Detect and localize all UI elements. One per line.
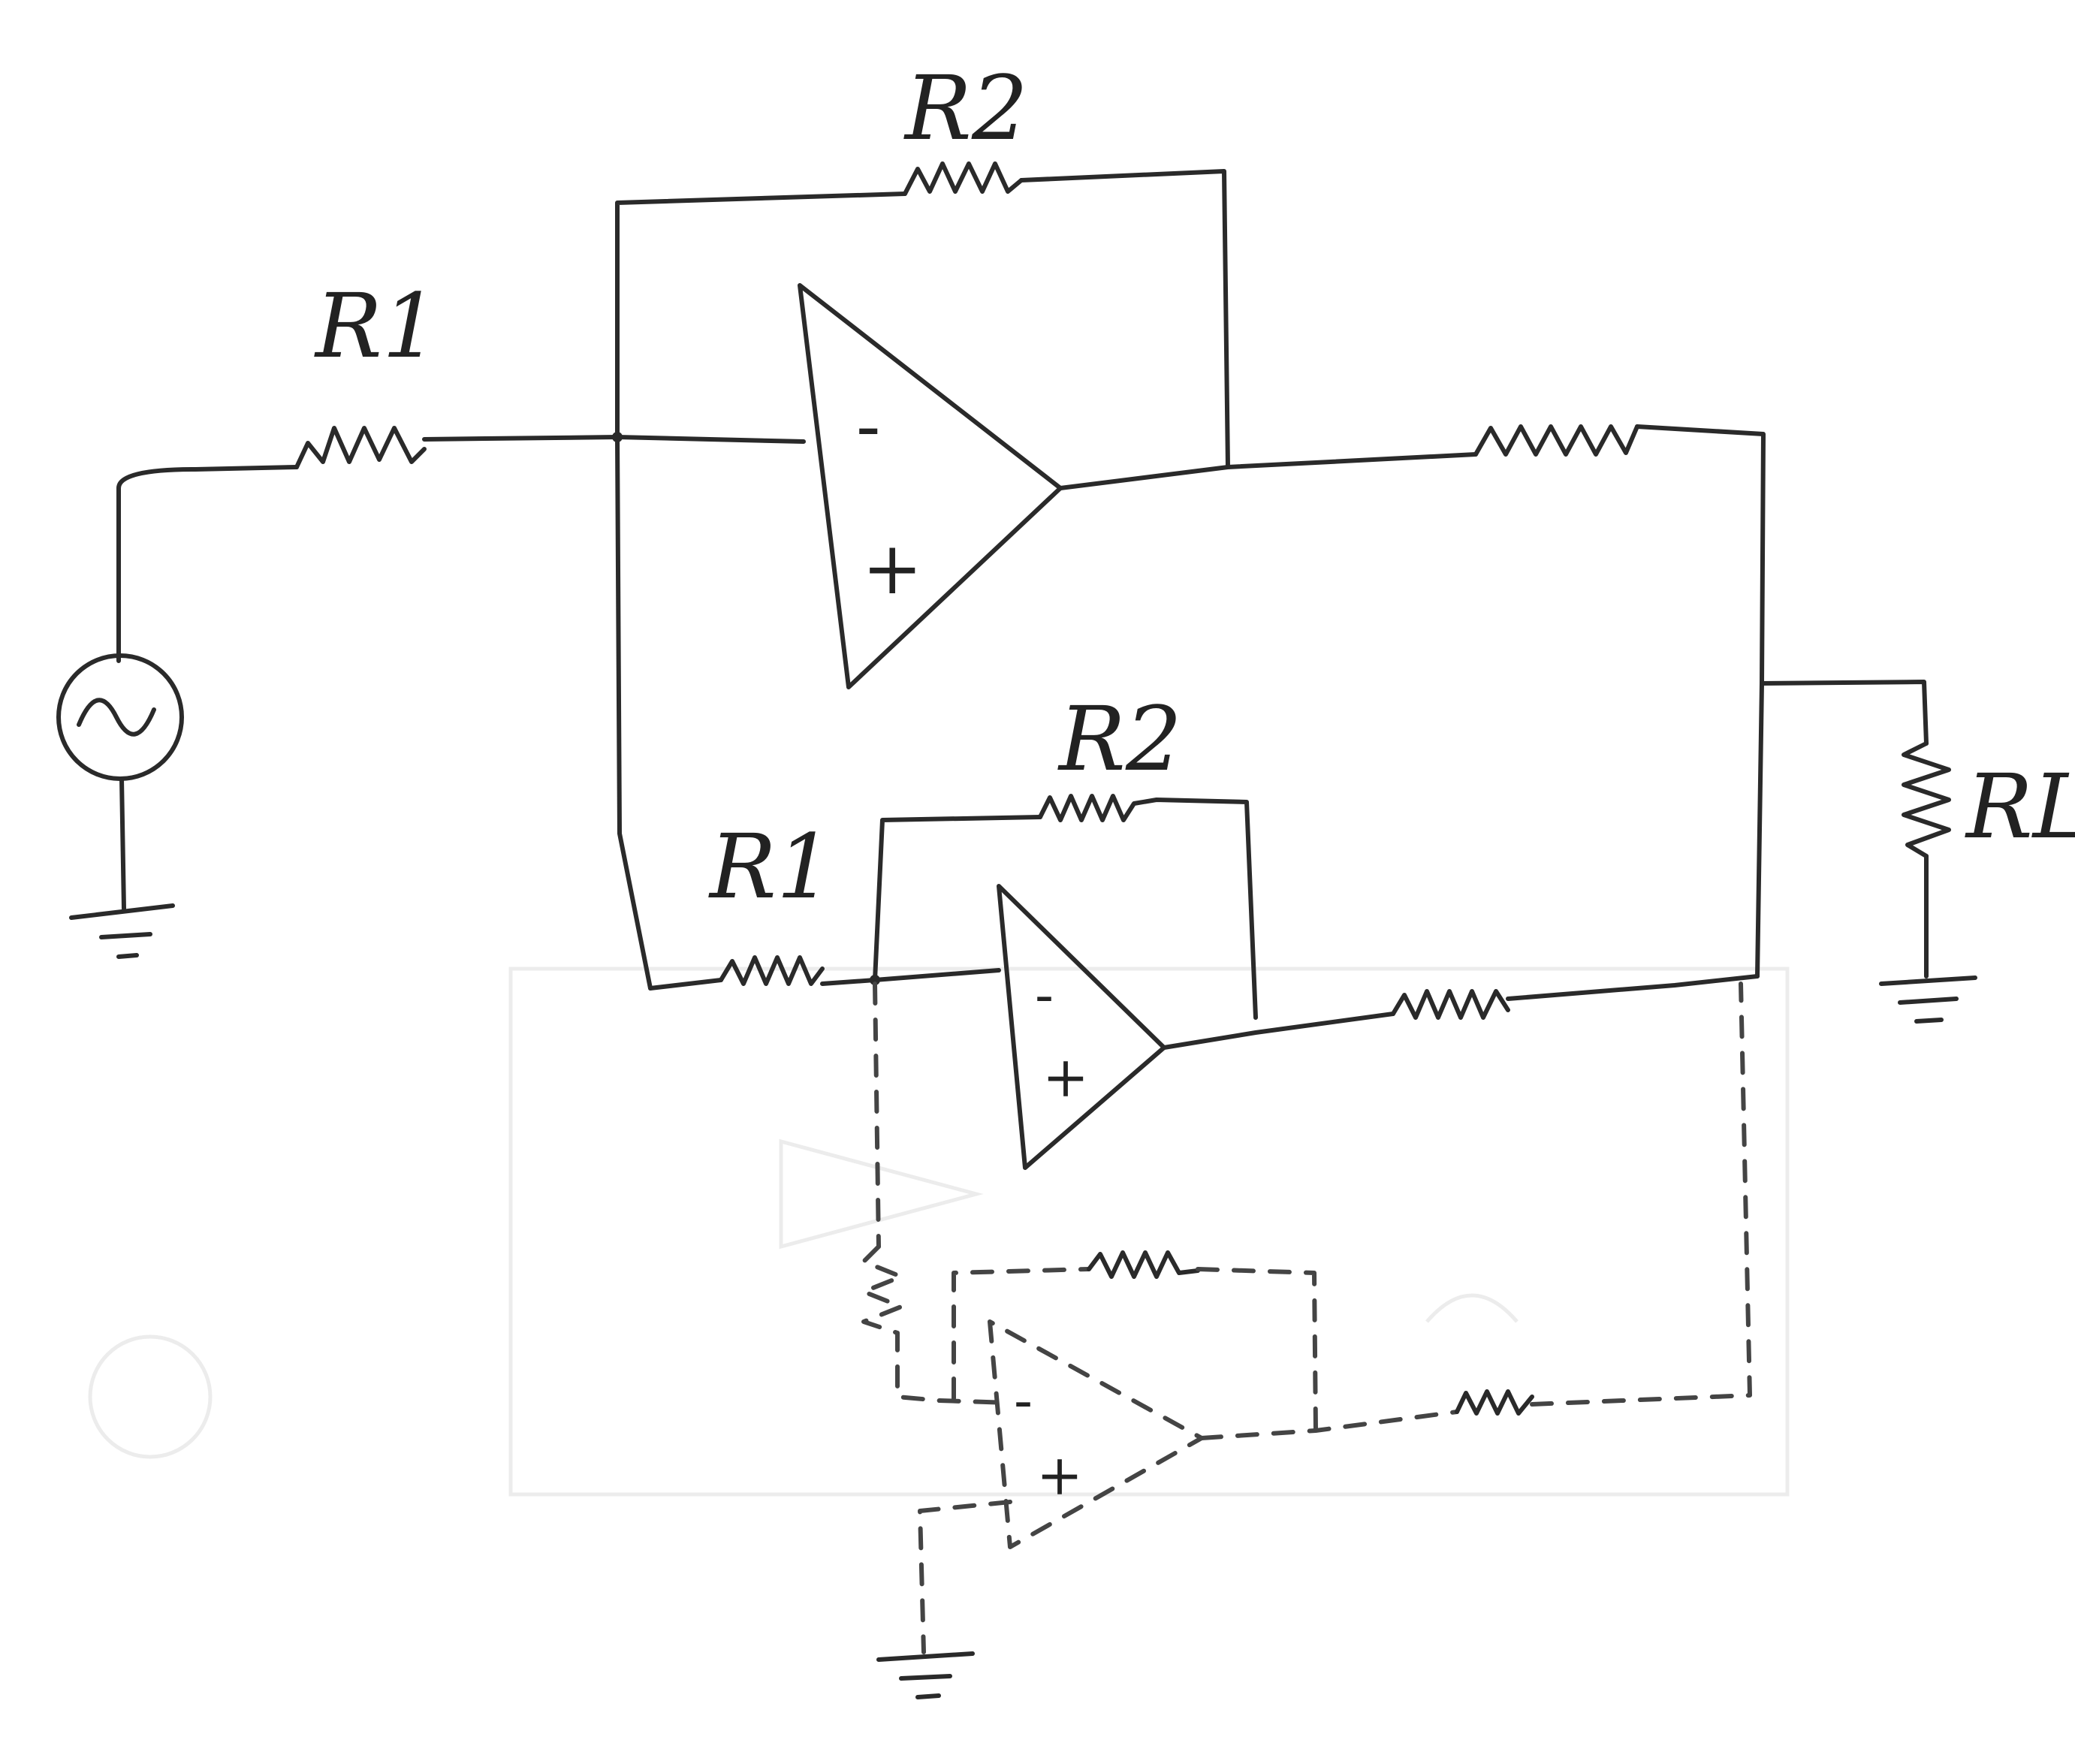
- resistor-r1-top: [294, 426, 427, 469]
- sine-wave-icon: [77, 698, 156, 737]
- dashed-noninverting-wire: [918, 1500, 1012, 1654]
- resistor-series-bottom: [1391, 989, 1510, 1020]
- output-node-wire: [1635, 424, 1766, 978]
- output-wire-bottom: [1162, 1012, 1395, 1050]
- label-rl: RL: [1965, 755, 2075, 858]
- load-wire: [1760, 680, 1929, 746]
- dashed-opamp: [988, 1319, 1204, 1549]
- bottom-input-wire: [648, 978, 723, 991]
- ground-icon: [69, 903, 175, 959]
- feedback-wire-bottom: [873, 815, 1042, 982]
- resistor-r1-bottom: [719, 955, 825, 986]
- dashed-resistor-right: [1455, 1389, 1534, 1416]
- load: [1760, 680, 1977, 1024]
- opamp-top-minus: -: [856, 384, 880, 468]
- dashed-output-node-wire: [1530, 982, 1752, 1407]
- dashed-stage: [861, 982, 1752, 1699]
- label-r1-bottom: R1: [708, 815, 833, 918]
- source-ground-wire: [119, 776, 126, 911]
- dashed-input-wire: [873, 982, 881, 1249]
- dashed-output-wire: [1199, 1410, 1459, 1440]
- bottom-stage: [648, 794, 1760, 1170]
- dashed-feedback-right: [1196, 1267, 1318, 1433]
- dashed-opamp-minus: -: [1014, 1368, 1033, 1433]
- opamp-top: [798, 283, 1063, 689]
- opamp-bottom-plus: +: [1042, 1045, 1089, 1110]
- resistor-series-top: [1473, 424, 1639, 457]
- feedback-wire-top: [615, 191, 907, 439]
- label-r2-top: R2: [903, 56, 1028, 160]
- top-stage: [116, 161, 1766, 991]
- inverting-node-wire-bottom: [820, 968, 1001, 986]
- resistor-r2-top: [903, 161, 1024, 196]
- label-r1-top: R1: [314, 274, 439, 378]
- label-r2-bottom: R2: [1057, 687, 1182, 791]
- left-vertical-wire: [615, 435, 653, 991]
- opamp-top-plus: +: [862, 526, 922, 611]
- ground-icon: [876, 1651, 975, 1699]
- feedback-wire-top-right: [1019, 169, 1230, 469]
- source-top-wire: [116, 465, 299, 663]
- ac-source: [56, 653, 184, 959]
- ac-source-icon: [56, 653, 184, 781]
- dashed-feedback-wire: [952, 1267, 1091, 1401]
- dashed-resistor-left: [861, 1244, 1012, 1405]
- labels: R1 R2 R1 R2 RL - + - + - +: [314, 56, 2075, 1508]
- output-wire-top: [1058, 452, 1478, 490]
- bottom-output-node-wire: [1506, 974, 1760, 1001]
- ground-icon: [1879, 975, 1977, 1024]
- resistor-r2-bottom: [1038, 794, 1258, 1020]
- dashed-resistor-top: [1087, 1250, 1200, 1279]
- resistor-rl: [1902, 741, 1951, 858]
- opamp-bottom: [997, 884, 1166, 1170]
- opamp-bottom-minus: -: [1035, 963, 1054, 1027]
- dashed-opamp-plus: +: [1036, 1443, 1083, 1508]
- paper-show-through: [88, 966, 1790, 1497]
